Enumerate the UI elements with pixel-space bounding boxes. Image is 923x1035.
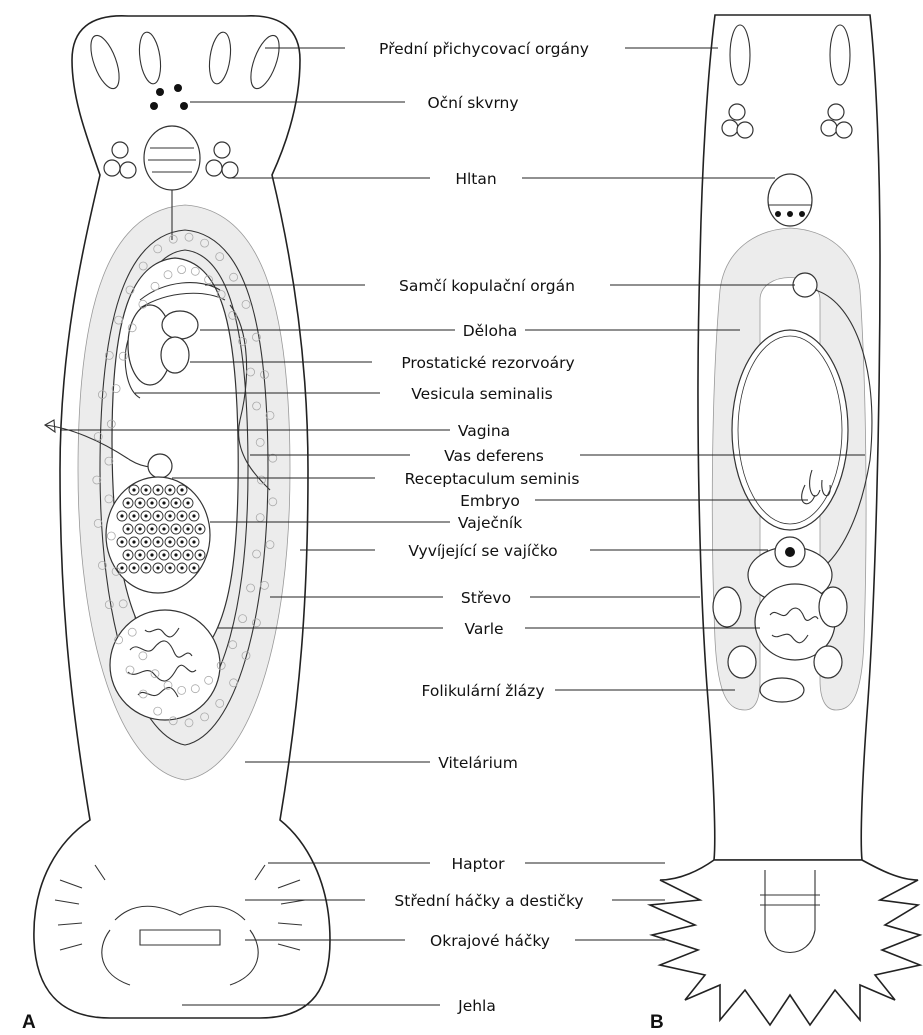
ovary-cell-nucleus — [138, 527, 141, 530]
label-prostatic-reservoirs: Prostatické rezorvoáry — [401, 354, 574, 372]
ovary-cell-nucleus — [138, 553, 141, 556]
ovary-cell-nucleus — [180, 514, 183, 517]
ovary-cell-nucleus — [162, 527, 165, 530]
ovary-a — [106, 477, 210, 593]
ovary-cell-nucleus — [186, 553, 189, 556]
label-ovary: Vaječník — [458, 514, 522, 532]
ovary-cell-nucleus — [180, 540, 183, 543]
label-eye-spots: Oční skvrny — [427, 94, 518, 112]
ovary-cell-nucleus — [162, 553, 165, 556]
specimen-a — [34, 16, 330, 1018]
ovary-cell-nucleus — [120, 514, 123, 517]
ovary-cell-nucleus — [144, 566, 147, 569]
ovary-cell-nucleus — [198, 527, 201, 530]
ovary-cell-nucleus — [168, 566, 171, 569]
label-vagina: Vagina — [458, 422, 510, 440]
label-seminal-vesicle: Vesicula seminalis — [411, 385, 552, 403]
ovary-cell-nucleus — [174, 527, 177, 530]
label-testis: Varle — [464, 620, 503, 638]
ovary-cell-nucleus — [150, 527, 153, 530]
ovary-cell-nucleus — [144, 540, 147, 543]
ovary-cell-nucleus — [126, 553, 129, 556]
ovary-cell-nucleus — [132, 540, 135, 543]
panel-label-a: A — [22, 1012, 36, 1033]
ovary-cell-nucleus — [192, 514, 195, 517]
label-male-copulatory-organ: Samčí kopulační orgán — [399, 277, 575, 295]
ovary-cell-nucleus — [168, 488, 171, 491]
ovary-cell-nucleus — [186, 501, 189, 504]
ovary-cell-nucleus — [126, 501, 129, 504]
ovary-cell-nucleus — [156, 540, 159, 543]
ovary-cell-nucleus — [192, 566, 195, 569]
label-intestine: Střevo — [461, 589, 511, 607]
label-embryo: Embryo — [460, 492, 520, 510]
ovary-cell-nucleus — [180, 566, 183, 569]
receptaculum-a — [148, 454, 172, 478]
label-anterior-adhesive-organs: Přední přichycovací orgány — [379, 40, 589, 58]
label-haptor: Haptor — [452, 855, 506, 873]
label-uterus: Děloha — [463, 322, 518, 340]
ovary-cell-nucleus — [138, 501, 141, 504]
label-vas-deferens: Vas deferens — [444, 447, 544, 465]
ovary-cell-nucleus — [150, 501, 153, 504]
ovary-cell-nucleus — [192, 540, 195, 543]
ovary-cell-nucleus — [126, 527, 129, 530]
ovary-cell-nucleus — [168, 540, 171, 543]
ovary-cell-nucleus — [120, 540, 123, 543]
label-marginal-hooks: Okrajové háčky — [430, 932, 550, 950]
specimen-b — [650, 15, 920, 1025]
ovary-cell-nucleus — [156, 488, 159, 491]
ovary-cell-nucleus — [156, 566, 159, 569]
ovary-cell-nucleus — [150, 553, 153, 556]
label-developing-egg: Vyvíjející se vajíčko — [408, 542, 557, 560]
ovary-cell-nucleus — [174, 501, 177, 504]
ovary-cell-nucleus — [144, 488, 147, 491]
pharynx-b — [768, 174, 812, 226]
ovary-cell-nucleus — [180, 488, 183, 491]
copulatory-organ-b — [793, 273, 817, 297]
ovary-cell-nucleus — [120, 566, 123, 569]
panel-label-b: B — [650, 1012, 664, 1033]
ovary-cell-nucleus — [186, 527, 189, 530]
ovary-cell-nucleus — [144, 514, 147, 517]
label-receptaculum-seminis: Receptaculum seminis — [405, 470, 580, 488]
ovary-cell-nucleus — [168, 514, 171, 517]
label-pharynx: Hltan — [455, 170, 496, 188]
label-central-hooks-plates: Střední háčky a destičky — [394, 892, 583, 910]
ovary-cell-nucleus — [156, 514, 159, 517]
ovary-cell-nucleus — [174, 553, 177, 556]
ovary-cell-nucleus — [132, 514, 135, 517]
label-vitellarium: Vitelárium — [438, 754, 518, 772]
haptor-b — [650, 860, 920, 1025]
ovary-cell-nucleus — [132, 488, 135, 491]
testis-a — [110, 610, 220, 720]
ovary-cell-nucleus — [198, 553, 201, 556]
ovary-cell-nucleus — [132, 566, 135, 569]
ovary-cell-nucleus — [162, 501, 165, 504]
label-follicular-glands: Folikulární žlázy — [422, 682, 545, 700]
label-needle: Jehla — [457, 997, 496, 1015]
